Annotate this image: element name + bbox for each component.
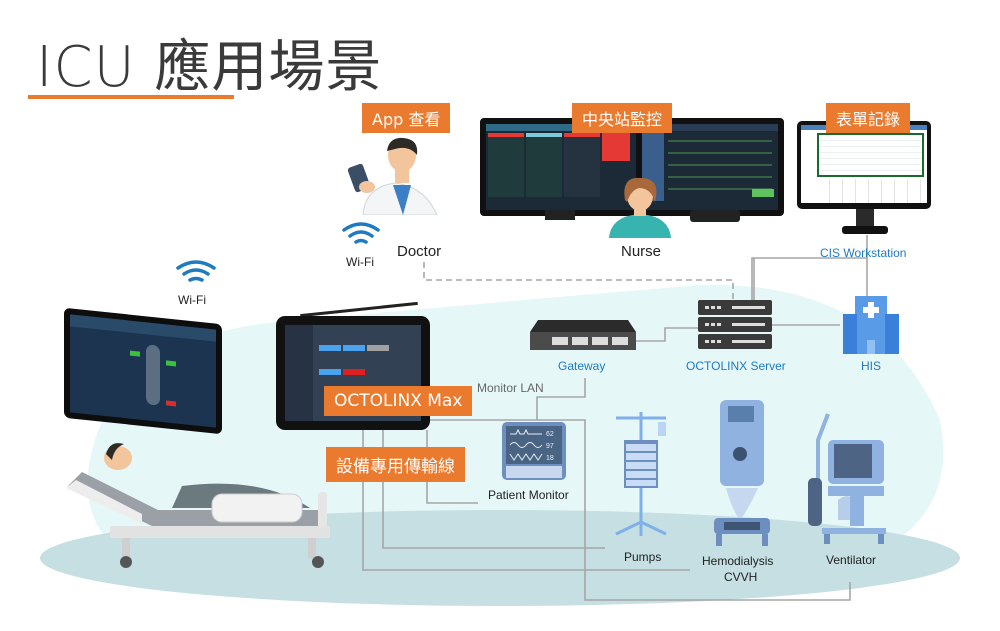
heart-rate-value: 62 [546,431,554,438]
hemodialysis-label: Hemodialysis [702,554,774,568]
infusion-pump-icon [615,412,667,536]
monitor-lan-label: Monitor LAN [477,381,544,395]
tag-app-view: App 查看 [362,103,451,133]
network-switch-icon [530,320,636,350]
patient-monitor-label: Patient Monitor [488,488,569,502]
monitor-stand [690,210,740,222]
cis-workstation-label: CIS Workstation [820,246,907,260]
bedside-tablet [64,307,222,435]
doctor-label: Doctor [397,243,442,260]
tag-octolinx-max: OCTOLINX Max [324,386,473,416]
cvvh-label: CVVH [724,570,758,584]
resp-rate-value: 18 [546,455,554,462]
monitor-base [842,226,888,234]
wifi-label-tablet: Wi-Fi [178,293,206,307]
server-icon [698,300,772,349]
monitor-stand [856,209,874,229]
nurse-label: Nurse [621,243,662,260]
spo2-value: 97 [546,443,554,450]
monitor-stand [545,210,575,220]
his-label: HIS [861,359,882,373]
tag-dedicated-cable: 設備專用傳輸線 [326,447,465,482]
server-label: OCTOLINX Server [686,359,786,373]
hospital-icon [843,296,899,354]
patient-monitor-icon: 62 97 18 [502,422,566,480]
pumps-label: Pumps [624,550,662,564]
gateway-label: Gateway [558,359,606,373]
tag-form-records: 表單記錄 [826,103,911,133]
page-title: ICU 應用場景 [36,35,383,100]
wifi-icon [176,260,216,282]
central-monitor-left [480,118,644,216]
doctor-icon [347,137,438,215]
ventilator-label: Ventilator [826,553,877,567]
title-underline [28,95,234,99]
hemodialysis-machine-icon [714,400,770,546]
patient-bed-icon [66,443,330,568]
wifi-label-doctor: Wi-Fi [346,255,374,269]
tag-central-monitoring: 中央站監控 [572,103,673,133]
cis-workstation-monitor [797,121,931,209]
wifi-icon [342,222,380,244]
ventilator-icon [808,413,886,544]
nurse-icon [609,177,671,238]
